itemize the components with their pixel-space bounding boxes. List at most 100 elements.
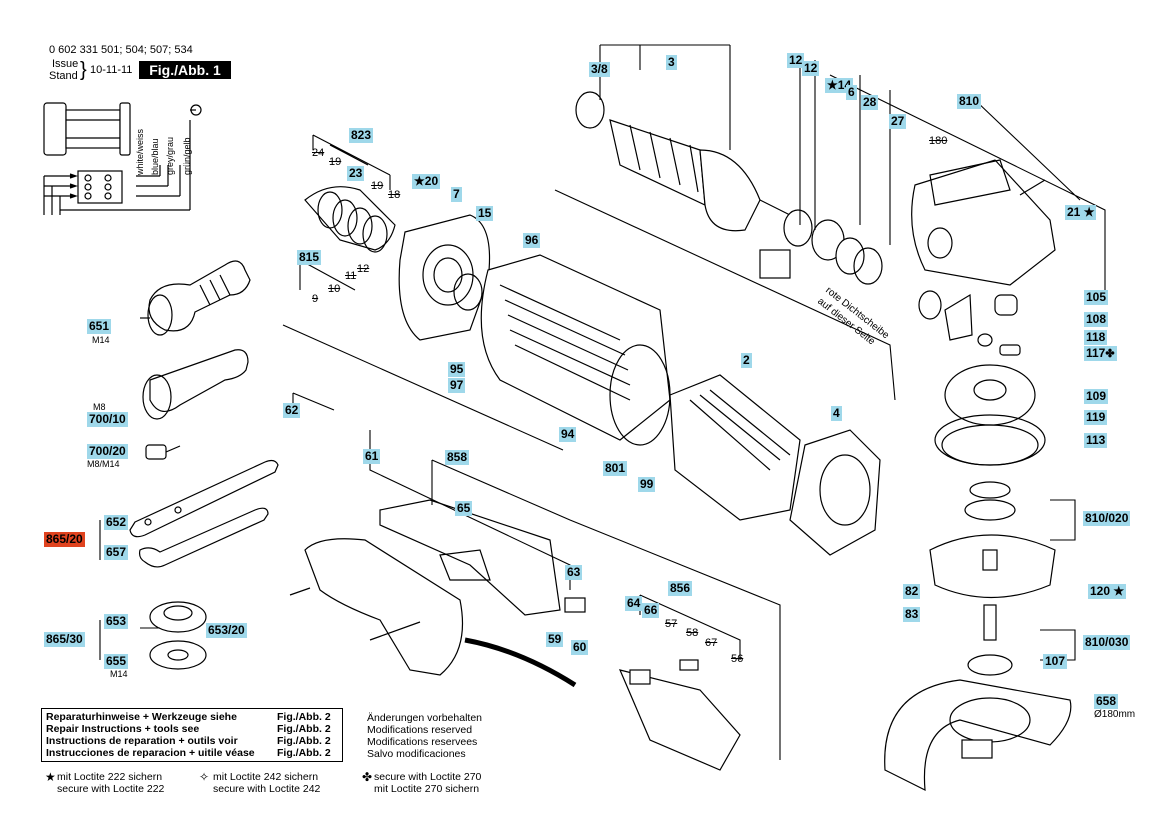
part-label-62[interactable]: 62 bbox=[283, 403, 301, 418]
part-label-83[interactable]: 83 bbox=[903, 607, 921, 622]
legend-loctite-270: ✤ secure with Loctite 270 mit Loctite 27… bbox=[362, 771, 482, 795]
legend-line: mit Loctite 222 sichern bbox=[57, 771, 163, 783]
part-numbers: 0 602 331 501; 504; 507; 534 bbox=[49, 44, 193, 56]
part-label-15[interactable]: 15 bbox=[476, 206, 494, 221]
part-label-810-020[interactable]: 810/020 bbox=[1083, 511, 1131, 526]
thread-size-651: M14 bbox=[92, 335, 110, 345]
part-label-119[interactable]: 119 bbox=[1084, 410, 1108, 425]
part-label-6[interactable]: 6 bbox=[846, 85, 857, 100]
stator bbox=[669, 374, 881, 556]
part-label-865-30[interactable]: 865/30 bbox=[44, 632, 85, 647]
part-label-64[interactable]: 64 bbox=[625, 596, 643, 611]
part-label-23[interactable]: 23 bbox=[347, 166, 365, 181]
part-label-120[interactable]: 120 bbox=[1088, 584, 1127, 599]
part-label-865-20[interactable]: 865/20 bbox=[44, 532, 85, 547]
wire-label: white/weiss bbox=[135, 128, 145, 175]
part-label-653[interactable]: 653 bbox=[104, 614, 129, 629]
part-label-2[interactable]: 2 bbox=[741, 353, 752, 368]
part-label-653-20[interactable]: 653/20 bbox=[206, 623, 247, 638]
part-label-28[interactable]: 28 bbox=[861, 95, 879, 110]
part-label-96[interactable]: 96 bbox=[523, 233, 541, 248]
part-label-99[interactable]: 99 bbox=[638, 477, 656, 492]
side-handle-700-10 bbox=[142, 349, 249, 420]
reference-row: Instructions de reparation + outils voir… bbox=[46, 735, 331, 747]
struck-label: 19 bbox=[329, 156, 342, 168]
part-label-858[interactable]: 858 bbox=[445, 450, 470, 465]
bearing-plate bbox=[398, 214, 491, 341]
part-label-7[interactable]: 7 bbox=[451, 187, 462, 202]
part-label-651[interactable]: 651 bbox=[87, 319, 112, 334]
struck-label: 180 bbox=[929, 135, 948, 147]
part-label-65[interactable]: 65 bbox=[455, 501, 473, 516]
reference-row: Repair Instructions + tools see Fig./Abb… bbox=[46, 723, 331, 735]
reference-figure-link[interactable]: Fig./Abb. 2 bbox=[277, 723, 331, 735]
part-label-655[interactable]: 655 bbox=[104, 654, 129, 669]
part-label-82[interactable]: 82 bbox=[903, 584, 921, 599]
part-label-810[interactable]: 810 bbox=[957, 94, 982, 109]
part-label-97[interactable]: 97 bbox=[448, 378, 466, 393]
part-label-3-8[interactable]: 3/8 bbox=[589, 62, 610, 77]
part-label-105[interactable]: 105 bbox=[1084, 290, 1109, 305]
part-label-118[interactable]: 118 bbox=[1084, 330, 1108, 345]
part-label-12[interactable]: 12 bbox=[787, 53, 805, 68]
part-label-3[interactable]: 3 bbox=[666, 55, 677, 70]
legend-line: secure with Loctite 270 bbox=[374, 771, 482, 783]
reference-text: Instrucciones de reparacion + uitile véa… bbox=[46, 747, 255, 759]
struck-label: 58 bbox=[686, 627, 699, 639]
reference-row: Reparaturhinweise + Werkzeuge siehe Fig.… bbox=[46, 711, 331, 723]
issue-label: Issue bbox=[52, 58, 79, 70]
part-label-60[interactable]: 60 bbox=[571, 640, 589, 655]
legend-line: mit Loctite 270 sichern bbox=[374, 783, 480, 795]
part-label-652[interactable]: 652 bbox=[104, 515, 129, 530]
part-label-27[interactable]: 27 bbox=[889, 114, 907, 129]
thread-size-655: M14 bbox=[110, 669, 128, 679]
reference-text: Instructions de reparation + outils voir bbox=[46, 735, 238, 747]
bracket-glyph: } bbox=[80, 59, 87, 81]
motor-housing bbox=[480, 254, 671, 446]
part-label-21[interactable]: 21 bbox=[1065, 205, 1097, 220]
part-label-12[interactable]: 12 bbox=[802, 61, 820, 76]
wrenches bbox=[129, 459, 279, 568]
side-handle-651 bbox=[140, 260, 251, 336]
struck-label: 67 bbox=[705, 637, 718, 649]
part-label-113[interactable]: 113 bbox=[1084, 433, 1108, 448]
part-label-700-20[interactable]: 700/20 bbox=[87, 444, 128, 459]
note-line: Änderungen vorbehalten bbox=[367, 712, 483, 724]
part-label-700-10[interactable]: 700/10 bbox=[87, 412, 128, 427]
part-label-658[interactable]: 658 bbox=[1094, 694, 1119, 709]
struck-label: 56 bbox=[731, 653, 744, 665]
bearings bbox=[759, 209, 883, 285]
legend-line: secure with Loctite 222 bbox=[57, 783, 165, 795]
part-label-815[interactable]: 815 bbox=[297, 250, 322, 265]
part-label-810-030[interactable]: 810/030 bbox=[1083, 635, 1131, 650]
struck-label: 19 bbox=[371, 180, 384, 192]
part-label-108[interactable]: 108 bbox=[1084, 312, 1109, 327]
figure-title: Fig./Abb. 1 bbox=[139, 61, 231, 79]
part-label-95[interactable]: 95 bbox=[448, 362, 466, 377]
part-label-823[interactable]: 823 bbox=[349, 128, 374, 143]
club-icon: ✤ bbox=[362, 770, 373, 784]
part-label-657[interactable]: 657 bbox=[104, 545, 129, 560]
part-label-63[interactable]: 63 bbox=[565, 565, 583, 580]
part-label-20[interactable]: 20 bbox=[412, 174, 441, 189]
note-line: Salvo modificaciones bbox=[367, 748, 466, 760]
reference-figure-link[interactable]: Fig./Abb. 2 bbox=[277, 711, 331, 723]
cable-and-switch bbox=[464, 637, 741, 771]
part-label-801[interactable]: 801 bbox=[603, 461, 628, 476]
part-label-59[interactable]: 59 bbox=[546, 632, 564, 647]
part-label-856[interactable]: 856 bbox=[668, 581, 693, 596]
part-label-4[interactable]: 4 bbox=[831, 406, 842, 421]
legend-line: secure with Loctite 242 bbox=[213, 783, 321, 795]
part-label-107[interactable]: 107 bbox=[1043, 654, 1068, 669]
wheel-guard bbox=[884, 679, 1072, 792]
rear-handle bbox=[289, 499, 586, 676]
part-label-66[interactable]: 66 bbox=[642, 603, 660, 618]
part-label-117[interactable]: 117 bbox=[1084, 346, 1117, 361]
star-icon: ★ bbox=[45, 770, 56, 784]
part-label-61[interactable]: 61 bbox=[363, 449, 381, 464]
reference-figure-link[interactable]: Fig./Abb. 2 bbox=[277, 747, 331, 759]
part-label-109[interactable]: 109 bbox=[1084, 389, 1109, 404]
reference-figure-link[interactable]: Fig./Abb. 2 bbox=[277, 735, 331, 747]
part-label-94[interactable]: 94 bbox=[559, 427, 577, 442]
